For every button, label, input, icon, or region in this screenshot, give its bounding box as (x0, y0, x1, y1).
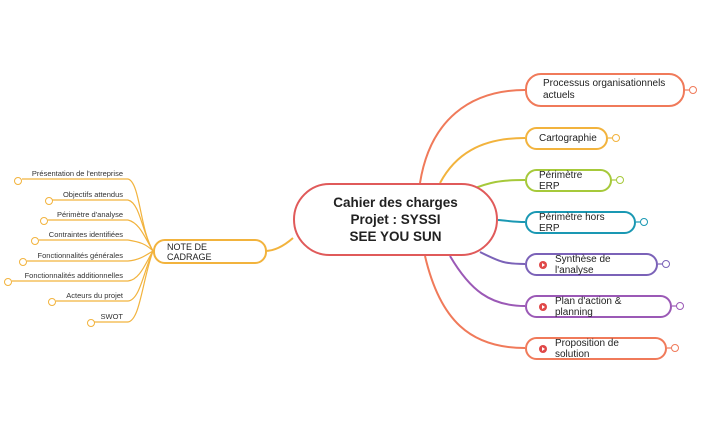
count-badge-icon[interactable] (40, 217, 48, 225)
branch-perimetre-hors-erp[interactable]: Périmètre hors ERP (525, 211, 636, 234)
branch-label: Proposition de solution (555, 337, 619, 360)
leaf-swot[interactable]: SWOT (100, 312, 124, 321)
task-play-icon (539, 302, 547, 311)
task-play-icon (539, 260, 547, 269)
task-play-icon (539, 344, 547, 353)
branch-proposition-solution[interactable]: Proposition de solution (525, 337, 667, 360)
branch-label: Cartographie (539, 133, 597, 144)
branch-label: Périmètre ERP (539, 169, 583, 192)
count-badge-icon[interactable] (48, 298, 56, 306)
count-badge-icon[interactable] (87, 319, 95, 327)
branch-label: Synthèse de l'analyse (555, 253, 611, 276)
branch-label: Plan d'action & planning (555, 295, 622, 318)
branch-synthese-analyse[interactable]: Synthèse de l'analyse (525, 253, 658, 276)
count-badge-icon[interactable] (45, 197, 53, 205)
count-badge-icon[interactable] (31, 237, 39, 245)
branch-label: Processus organisationnels actuels (543, 78, 666, 101)
leaf-perimetre-analyse[interactable]: Périmètre d'analyse (56, 210, 123, 219)
branch-note-de-cadrage[interactable]: NOTE DE CADRAGE (153, 239, 267, 264)
count-badge-icon[interactable] (689, 86, 697, 94)
branch-plan-action-planning[interactable]: Plan d'action & planning (525, 295, 672, 318)
count-badge-icon[interactable] (14, 177, 22, 185)
branch-label: NOTE DE CADRAGE (167, 241, 212, 262)
count-badge-icon[interactable] (640, 218, 648, 226)
count-badge-icon[interactable] (612, 134, 620, 142)
count-badge-icon[interactable] (676, 302, 684, 310)
leaf-fonctionnalites-generales[interactable]: Fonctionnalités générales (37, 251, 123, 260)
leaf-fonctionnalites-additionnelles[interactable]: Fonctionnalités additionnelles (24, 271, 123, 280)
leaf-objectifs-attendus[interactable]: Objectifs attendus (62, 190, 123, 199)
count-badge-icon[interactable] (19, 258, 27, 266)
count-badge-icon[interactable] (671, 344, 679, 352)
leaf-acteurs-projet[interactable]: Acteurs du projet (66, 291, 123, 300)
central-topic[interactable]: Cahier des charges Projet : SYSSI SEE YO… (293, 183, 498, 256)
count-badge-icon[interactable] (662, 260, 670, 268)
central-topic-title: Cahier des charges Projet : SYSSI SEE YO… (333, 195, 458, 244)
leaf-presentation-entreprise[interactable]: Présentation de l'entreprise (31, 169, 123, 178)
count-badge-icon[interactable] (4, 278, 12, 286)
count-badge-icon[interactable] (616, 176, 624, 184)
branch-cartographie[interactable]: Cartographie (525, 127, 608, 150)
branch-label: Périmètre hors ERP (539, 211, 605, 234)
branch-processus-organisationnels[interactable]: Processus organisationnels actuels (525, 73, 685, 107)
branch-perimetre-erp[interactable]: Périmètre ERP (525, 169, 612, 192)
leaf-contraintes-identifiees[interactable]: Contraintes identifiées (48, 230, 123, 239)
